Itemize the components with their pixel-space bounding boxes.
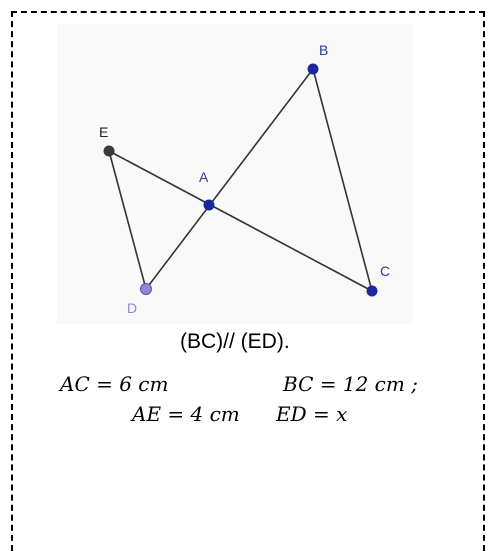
given-ac: AC = 6 cm [60, 372, 169, 396]
label-b: B [319, 42, 328, 58]
segment-e-d [108, 150, 147, 290]
label-c: C [380, 263, 390, 279]
segment-e-c [108, 150, 373, 292]
given-ed: ED = x [276, 402, 348, 426]
given-bc: BC = 12 cm ; [283, 372, 418, 396]
segment-d-b [145, 68, 314, 290]
point-d [140, 283, 152, 295]
point-e [103, 145, 115, 157]
point-a [203, 199, 215, 211]
given-ae: AE = 4 cm [132, 402, 240, 426]
figure-background [57, 24, 413, 324]
segment-b-c [312, 68, 373, 292]
label-d: D [127, 300, 137, 316]
dashed-frame [11, 11, 485, 551]
point-c [366, 285, 378, 297]
label-a: A [199, 169, 209, 185]
parallel-statement: (BC)// (ED). [180, 330, 290, 353]
point-b [307, 63, 319, 75]
label-e: E [99, 124, 108, 140]
